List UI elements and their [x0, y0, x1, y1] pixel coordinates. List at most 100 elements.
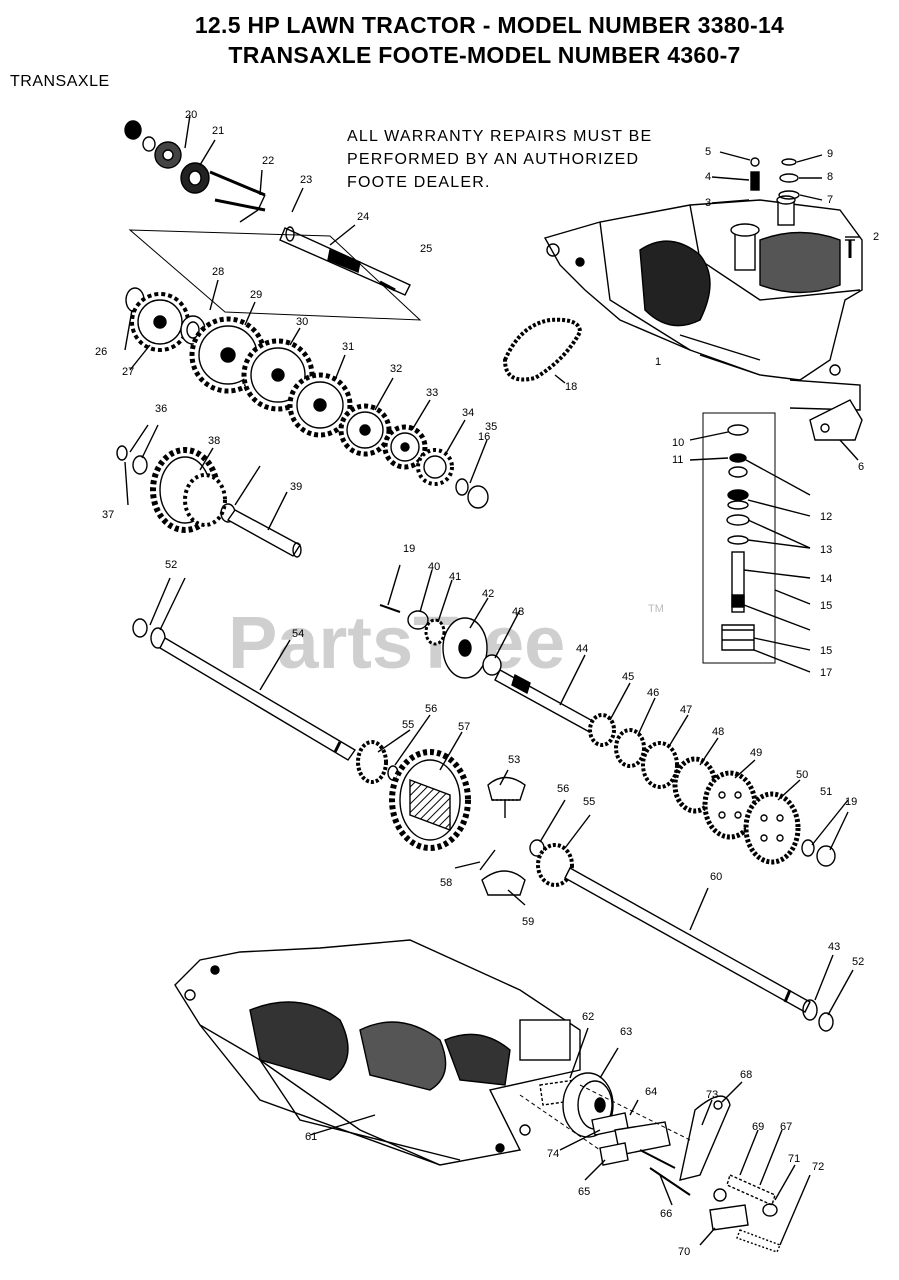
gear-55b	[536, 843, 574, 887]
callout-73: 73	[706, 1089, 718, 1101]
main-shaft-54	[132, 577, 471, 851]
callout-45: 45	[622, 671, 634, 683]
callout-52b: 52	[852, 956, 864, 968]
callout-67: 67	[780, 1121, 792, 1133]
warranty-note-line-3: FOOTE DEALER.	[347, 174, 491, 191]
gear-32	[338, 403, 392, 457]
callout-51: 51	[820, 786, 832, 798]
gear-57	[389, 749, 471, 851]
callout-63: 63	[620, 1026, 632, 1038]
title-line-1: 12.5 HP LAWN TRACTOR - MODEL NUMBER 3380…	[194, 12, 785, 38]
gear-30	[241, 338, 315, 412]
callout-2: 2	[873, 231, 879, 243]
callout-48: 48	[712, 726, 724, 738]
callout-20: 20	[185, 109, 197, 121]
gear-34	[416, 448, 454, 486]
callout-44: 44	[576, 643, 588, 655]
callout-49: 49	[750, 747, 762, 759]
callout-58: 58	[440, 877, 452, 889]
callout-57: 57	[458, 721, 470, 733]
callout-72: 72	[812, 1161, 824, 1173]
callout-36: 36	[155, 403, 167, 415]
callout-22: 22	[262, 155, 274, 167]
callout-43: 43	[512, 606, 524, 618]
callout-35: 35	[485, 421, 497, 433]
callout-47: 47	[680, 704, 692, 716]
shift-shaft-assembly	[689, 412, 811, 673]
brake-assembly	[519, 1027, 811, 1253]
callout-6: 6	[858, 461, 864, 473]
callout-5: 5	[705, 146, 711, 158]
callout-53: 53	[508, 754, 520, 766]
watermark: PartsTree	[228, 601, 565, 684]
top-right-hardware	[711, 151, 855, 258]
callout-33: 33	[426, 387, 438, 399]
callout-60: 60	[710, 871, 722, 883]
callout-66: 66	[660, 1208, 672, 1220]
callout-50: 50	[796, 769, 808, 781]
callout-28: 28	[212, 266, 224, 278]
watermark-tm: TM	[648, 603, 664, 615]
callout-42: 42	[482, 588, 494, 600]
callout-3: 3	[705, 197, 711, 209]
callout-10: 10	[672, 437, 684, 449]
callout-59: 59	[522, 916, 534, 928]
gear-33	[382, 424, 428, 470]
reverse-gear-stack	[588, 682, 849, 867]
callout-31: 31	[342, 341, 354, 353]
callout-8: 8	[827, 171, 833, 183]
callout-26: 26	[95, 346, 107, 358]
title-line-2: TRANSAXLE FOOTE-MODEL NUMBER 4360-7	[228, 42, 741, 68]
callout-4: 4	[705, 171, 711, 183]
callout-9: 9	[827, 148, 833, 160]
differential-group	[454, 769, 854, 1032]
callout-19b: 19	[845, 796, 857, 808]
callout-55b: 55	[583, 796, 595, 808]
callout-56b: 56	[557, 783, 569, 795]
callout-27: 27	[122, 366, 134, 378]
callout-41: 41	[449, 571, 461, 583]
callout-11: 11	[672, 454, 683, 466]
callout-61: 61	[305, 1131, 317, 1143]
callout-74: 74	[547, 1148, 559, 1160]
gear-55a	[356, 740, 388, 784]
output-gear-group	[116, 424, 302, 558]
callout-34: 34	[462, 407, 474, 419]
callout-12: 12	[820, 511, 832, 523]
callout-40: 40	[428, 561, 440, 573]
callout-25: 25	[420, 243, 432, 255]
warranty-note-line-2: PERFORMED BY AN AUTHORIZED	[347, 151, 640, 168]
callout-17: 17	[820, 667, 832, 679]
callout-16: 16	[478, 431, 490, 443]
callout-54: 54	[292, 628, 304, 640]
callout-29: 29	[250, 289, 262, 301]
callout-43b: 43	[828, 941, 840, 953]
countershaft-gear-cluster	[124, 279, 489, 509]
callout-68: 68	[740, 1069, 752, 1081]
callout-46: 46	[647, 687, 659, 699]
gear-38	[150, 447, 227, 533]
callout-30: 30	[296, 316, 308, 328]
callout-24: 24	[357, 211, 369, 223]
idler-group	[379, 564, 601, 736]
callout-70: 70	[678, 1246, 690, 1258]
warranty-note-line-1: ALL WARRANTY REPAIRS MUST BE	[347, 128, 653, 145]
callout-21: 21	[212, 125, 224, 137]
callout-13: 13	[820, 544, 832, 556]
callout-39: 39	[290, 481, 302, 493]
input-shaft-group	[124, 114, 422, 321]
gear-50	[743, 791, 801, 865]
callout-1: 1	[655, 356, 661, 368]
callout-65: 65	[578, 1186, 590, 1198]
callout-71: 71	[788, 1153, 800, 1165]
callout-labels: 1 2 3 4 5 6 7 8 9 10 11 12 13 14 15 15 1…	[95, 109, 879, 1258]
gear-31	[287, 372, 353, 438]
callout-7: 7	[827, 194, 833, 206]
callout-32: 32	[390, 363, 402, 375]
warranty-note: ALL WARRANTY REPAIRS MUST BE PERFORMED B…	[347, 125, 652, 194]
callout-55: 55	[402, 719, 414, 731]
callout-37: 37	[102, 509, 114, 521]
upper-housing	[543, 195, 863, 411]
gear-27	[130, 292, 190, 352]
